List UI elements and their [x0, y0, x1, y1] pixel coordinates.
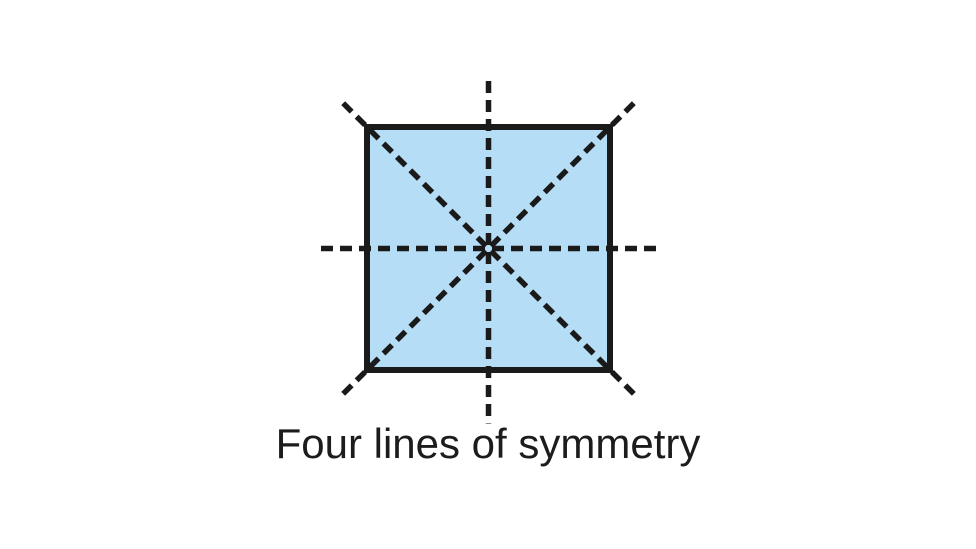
symmetry-line-diagonal-falling — [340, 100, 637, 397]
symmetry-line-diagonal-rising — [340, 100, 637, 397]
figure-caption: Four lines of symmetry — [275, 420, 701, 467]
